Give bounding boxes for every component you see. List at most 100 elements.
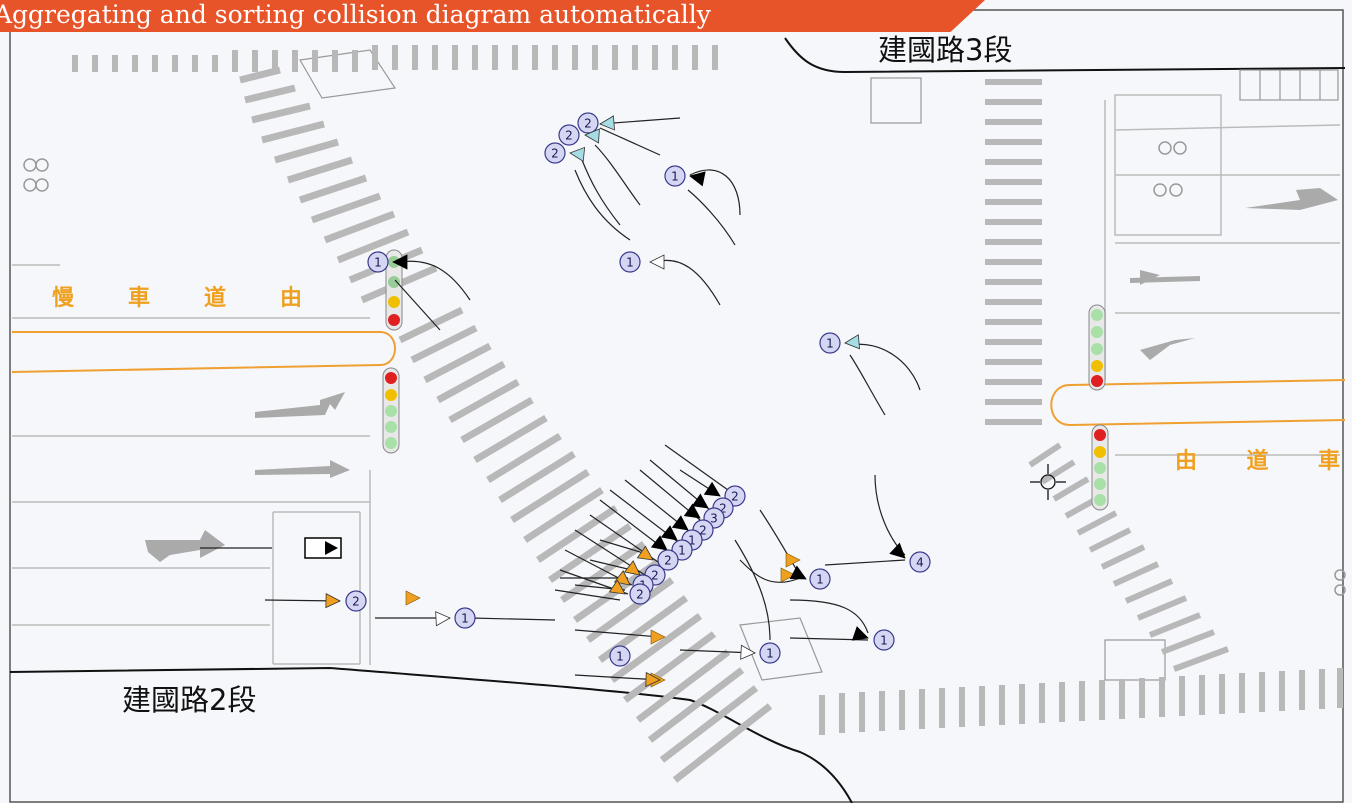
black-arrowhead — [851, 626, 869, 641]
white-arrowhead — [649, 254, 665, 270]
collision-count-marker[interactable]: 1 — [873, 629, 895, 651]
trajectory-line — [687, 189, 736, 246]
marker-circle — [809, 568, 831, 590]
lane-arrows — [145, 188, 1338, 562]
marker-count: 4 — [916, 556, 924, 570]
marker-circle — [544, 142, 566, 164]
east-lane-lines — [1104, 94, 1341, 456]
cyan-arrowhead — [569, 146, 586, 163]
collision-count-marker[interactable]: 1 — [819, 332, 841, 354]
marker-circle — [873, 629, 895, 651]
collision-count-marker[interactable]: 1 — [759, 642, 781, 664]
vehicle-icon — [304, 537, 342, 559]
marker-count: 1 — [678, 544, 686, 558]
marker-circle — [609, 645, 631, 667]
orange-arrowhead — [650, 629, 666, 645]
arrow-icon — [145, 530, 225, 562]
trajectory-line — [554, 589, 621, 601]
arrow-icon — [1140, 338, 1195, 360]
orange-arrowhead — [405, 590, 421, 606]
marker-circle — [909, 551, 931, 573]
white-arrowhead — [740, 644, 756, 660]
black-arrowhead — [789, 565, 807, 580]
collision-count-marker[interactable]: 2 — [657, 549, 679, 571]
marker-circle — [759, 642, 781, 664]
marker-count: 1 — [616, 650, 624, 664]
marker-count: 1 — [688, 534, 696, 548]
marker-count: 2 — [636, 588, 644, 602]
orange-arrowhead — [645, 671, 661, 688]
marker-count: 1 — [766, 647, 774, 661]
marker-circle — [657, 549, 679, 571]
marker-circle — [558, 124, 580, 146]
marker-count: 2 — [651, 569, 659, 583]
collision-count-marker[interactable]: 1 — [367, 251, 389, 273]
orange-arrowhead — [636, 545, 654, 561]
black-arrowhead — [683, 503, 701, 519]
marker-count: 1 — [816, 573, 824, 587]
black-arrowhead — [689, 171, 706, 187]
trajectory-line — [581, 159, 621, 226]
arrow-icon — [255, 460, 350, 478]
bicycle-lane-icons — [23, 141, 1346, 596]
cyan-arrowhead — [584, 128, 600, 144]
marker-count: 2 — [699, 524, 707, 538]
trajectory-line — [469, 617, 556, 621]
marker-circle — [819, 332, 841, 354]
orange-arrowhead — [780, 567, 796, 583]
black-arrowhead — [703, 481, 721, 497]
collision-count-marker[interactable]: 2 — [577, 112, 599, 134]
crosswalk-diagonal-west — [239, 66, 773, 783]
marker-count: 2 — [731, 490, 739, 504]
signal-west-lower — [382, 367, 400, 454]
arrow-icon — [1245, 188, 1338, 210]
collision-count-marker[interactable]: 1 — [809, 568, 831, 590]
north-road-label: 建國路3段 — [878, 33, 1012, 67]
collision-count-marker[interactable]: 1 — [454, 607, 476, 629]
cyan-arrowhead — [844, 334, 861, 350]
east-median — [1050, 379, 1346, 427]
trajectory-line — [594, 144, 641, 206]
crosswalk-east — [985, 79, 1042, 425]
collision-count-marker[interactable]: 1 — [664, 165, 686, 187]
trajectory-line — [574, 629, 661, 638]
collision-count-marker[interactable]: 2 — [558, 124, 580, 146]
arrow-icon — [1140, 270, 1160, 285]
trajectory-line — [734, 539, 771, 641]
marker-count: 1 — [626, 256, 634, 270]
black-arrowhead — [691, 493, 709, 509]
marker-count: 2 — [719, 502, 727, 516]
orange-arrowhead — [325, 592, 341, 609]
marker-count: 2 — [551, 147, 559, 161]
collision-count-marker[interactable]: 4 — [909, 551, 931, 573]
marker-count: 1 — [461, 612, 469, 626]
collision-count-marker[interactable]: 2 — [629, 583, 651, 605]
trajectory-line — [689, 169, 741, 216]
black-arrowhead — [650, 535, 668, 551]
orange-arrowhead — [623, 560, 641, 576]
collision-count-marker[interactable]: 2 — [544, 142, 566, 164]
marker-circle — [454, 607, 476, 629]
marker-count: 2 — [352, 595, 360, 609]
collision-count-marker[interactable]: 2 — [345, 590, 367, 612]
collision-count-marker[interactable]: 1 — [619, 251, 641, 273]
orange-arrowhead — [608, 579, 626, 595]
black-arrowhead — [889, 542, 906, 559]
sign-boxes — [299, 49, 1339, 681]
marker-circle — [367, 251, 389, 273]
trajectory-line — [849, 354, 886, 416]
white-arrowhead — [435, 611, 451, 627]
marker-circle — [345, 590, 367, 612]
trajectory-line — [574, 169, 631, 241]
trajectory-line — [739, 559, 801, 583]
crosswalk-north — [72, 45, 718, 72]
arrow-icon — [255, 392, 345, 418]
crosswalk-south — [819, 668, 1343, 735]
signal-west-upper — [385, 249, 403, 331]
south-road-edge — [9, 666, 853, 803]
collision-markers: 222111122321122124111211 — [304, 112, 931, 688]
collision-count-marker[interactable]: 1 — [609, 645, 631, 667]
marker-count: 1 — [671, 170, 679, 184]
trajectory-line — [824, 559, 906, 566]
